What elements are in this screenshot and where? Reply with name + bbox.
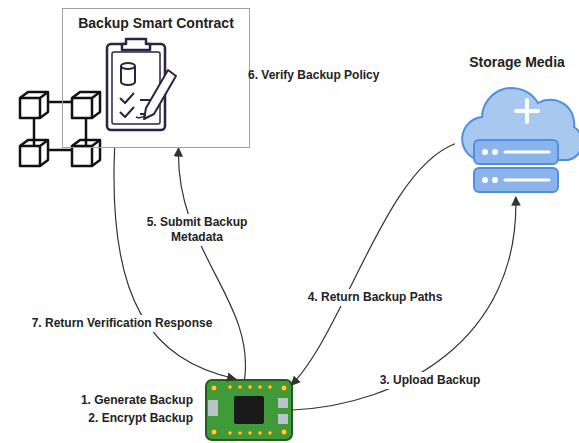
step-text: 1. Generate Backup	[81, 393, 193, 407]
edge-label: 5. Submit Backup Metadata	[140, 214, 254, 246]
device-node: 1. Generate Backup2. Encrypt Backup	[205, 379, 293, 441]
step-text: 2. Encrypt Backup	[88, 411, 193, 425]
circuit-board-icon	[206, 380, 292, 440]
step-label: 6. Verify Backup Policy	[248, 68, 379, 82]
edge-label: 4. Return Backup Paths	[298, 289, 452, 306]
edge-label: 7. Return Verification Response	[20, 315, 224, 332]
flow-arrow	[292, 197, 516, 410]
contract-box: Backup Smart Contract	[62, 8, 250, 148]
flow-arrow	[114, 148, 236, 379]
flow-arrow	[291, 144, 455, 385]
storage-media-node: Storage Media	[455, 52, 579, 200]
node-title: Storage Media	[455, 52, 579, 70]
node-title: Backup Smart Contract	[63, 9, 249, 31]
clipboard-icon	[107, 39, 176, 130]
blockchain-icon	[20, 92, 100, 166]
edge-label: 3. Upload Backup	[372, 372, 488, 389]
cloud-storage-icon	[462, 88, 579, 192]
flow-arrow	[178, 148, 245, 379]
